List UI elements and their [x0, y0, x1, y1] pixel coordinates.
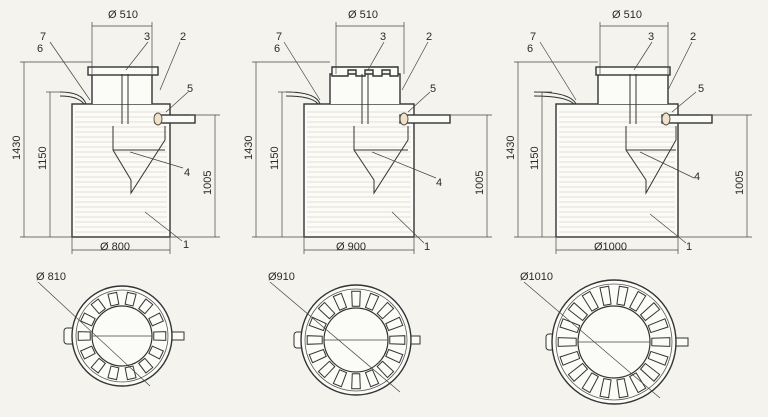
callout-3: 3 — [380, 31, 386, 43]
callout-1: 1 — [183, 239, 189, 251]
callout-2: 2 — [426, 31, 432, 43]
plan-diameter-label: Ø1010 — [520, 271, 553, 283]
tank-800-plan — [37, 281, 185, 387]
total-height-label: 1430 — [505, 136, 517, 160]
outlet-height-label: 1005 — [474, 171, 486, 195]
tank-900-elevation — [252, 22, 492, 254]
tank-neck — [329, 73, 401, 104]
callout-6: 6 — [274, 43, 280, 55]
callout-5: 5 — [187, 83, 193, 95]
tank-lid — [87, 66, 159, 76]
tank-body — [71, 103, 171, 238]
callout-7: 7 — [40, 31, 46, 43]
total-height-label: 1430 — [243, 136, 255, 160]
callout-6: 6 — [527, 43, 533, 55]
tank-body — [555, 103, 679, 238]
outlet-height-label: 1005 — [734, 171, 746, 195]
callout-4: 4 — [694, 171, 700, 183]
inlet-height-label: 1150 — [529, 146, 541, 170]
tank-lid — [331, 66, 399, 77]
tank-900-plan — [269, 281, 421, 396]
callout-3: 3 — [648, 31, 654, 43]
bottom-diameter-label: Ø 900 — [336, 241, 366, 253]
callout-2: 2 — [690, 31, 696, 43]
callout-4: 4 — [184, 167, 190, 179]
callout-7: 7 — [276, 31, 282, 43]
bottom-diameter-label: Ø1000 — [594, 241, 627, 253]
tank-800-elevation — [20, 22, 220, 254]
inlet-height-label: 1150 — [269, 146, 281, 170]
plan-diameter-label: Ø910 — [268, 271, 295, 283]
callout-5: 5 — [698, 83, 704, 95]
tank-1000-elevation — [514, 22, 752, 254]
plan-diameter-label: Ø 810 — [36, 271, 66, 283]
tank-1000-plan — [523, 279, 689, 405]
callout-3: 3 — [144, 31, 150, 43]
callout-5: 5 — [430, 83, 436, 95]
callout-2: 2 — [180, 31, 186, 43]
total-height-label: 1430 — [11, 136, 23, 160]
inlet-height-label: 1150 — [37, 146, 49, 170]
callout-4: 4 — [436, 177, 442, 189]
callout-6: 6 — [37, 43, 43, 55]
callout-1: 1 — [424, 241, 430, 253]
tank-neck — [597, 73, 669, 104]
top-diameter-label: Ø 510 — [612, 9, 642, 21]
outlet-height-label: 1005 — [202, 171, 214, 195]
top-diameter-label: Ø 510 — [108, 9, 138, 21]
callout-1: 1 — [686, 241, 692, 253]
top-diameter-label: Ø 510 — [348, 9, 378, 21]
callout-7: 7 — [530, 31, 536, 43]
tank-lid — [595, 66, 671, 76]
bottom-diameter-label: Ø 800 — [100, 241, 130, 253]
tank-body — [303, 103, 415, 238]
